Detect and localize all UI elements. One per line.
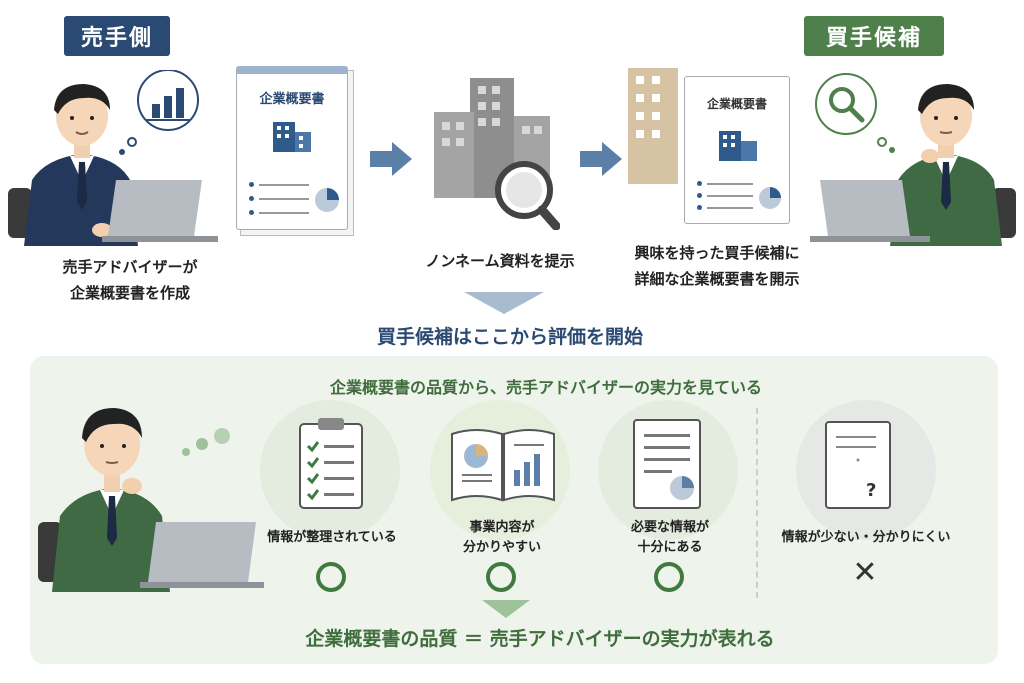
- item3-label-line1: 必要な情報が: [630, 520, 709, 535]
- item2-label-line1: 事業内容が: [469, 520, 535, 535]
- panel-heading: 企業概要書の品質から、売手アドバイザーの実力を見ている: [329, 378, 762, 397]
- step3-caption-line2: 詳細な企業概要書を開示: [634, 270, 800, 288]
- panel-conclusion: 企業概要書の品質 ＝ 売手アドバイザーの実力が表れる: [305, 628, 775, 650]
- buyer-candidate-tag: 買手候補: [804, 16, 944, 56]
- building-icon: [719, 131, 757, 161]
- seller-doc-title: 企業概要書: [259, 92, 325, 107]
- checklist-icon: [299, 418, 363, 509]
- seller-side-tag: 売手側: [64, 16, 170, 56]
- step3-caption-line1: 興味を持った買手候補に: [634, 244, 800, 262]
- arrow-down-1: [464, 292, 544, 314]
- seller-advisor-illustration: [8, 70, 218, 246]
- step2-caption: ノンネーム資料を提示: [425, 252, 575, 270]
- buyer-candidate-illustration: [810, 73, 1016, 246]
- item1-label-line1: 情報が整理されている: [267, 530, 397, 545]
- item4-label-line1: 情報が少ない・分かりにくい: [781, 530, 951, 545]
- item4-x-mark: ✕: [852, 555, 878, 590]
- item3-label-line2: 十分にある: [637, 540, 703, 555]
- arrow-down-2: [482, 600, 530, 618]
- pie-chart-icon: [759, 187, 781, 209]
- item1-label: 情報が整理されている: [252, 528, 412, 548]
- question-mark-icon: ?: [866, 480, 877, 501]
- buyer-evaluating-illustration: [38, 408, 264, 592]
- pie-chart-icon: [315, 188, 339, 212]
- building-icon: [273, 122, 311, 152]
- document-pie-icon: [633, 419, 701, 509]
- seller-doc-front: 企業概要書: [236, 66, 348, 230]
- step1-caption-line1: 売手アドバイザーが: [62, 258, 198, 276]
- step3-caption: 興味を持った買手候補に 詳細な企業概要書を開示: [612, 240, 822, 292]
- item4-label: 情報が少ない・分かりにくい: [766, 528, 966, 548]
- step1-caption-line2: 企業概要書を作成: [69, 284, 190, 302]
- buyer-company-overview-doc: 企業概要書: [684, 76, 790, 224]
- non-name-building-search-illustration: [434, 78, 560, 230]
- item2-label: 事業内容が 分かりやすい: [422, 518, 582, 558]
- revealed-building-illustration: [628, 68, 678, 184]
- item3-label: 必要な情報が 十分にある: [590, 518, 750, 558]
- item2-label-line2: 分かりやすい: [462, 540, 541, 555]
- item2-ok-mark: [486, 562, 516, 592]
- arrow-right-2: [580, 142, 622, 176]
- item3-ok-mark: [654, 562, 684, 592]
- panel-divider: [756, 408, 758, 598]
- sparse-document-icon: [825, 421, 891, 509]
- step1-caption: 売手アドバイザーが 企業概要書を作成: [40, 254, 220, 306]
- buyer-doc-title: 企業概要書: [706, 97, 767, 111]
- item1-ok-mark: [316, 562, 346, 592]
- arrow-right-1: [370, 142, 412, 176]
- open-book-chart-icon: [451, 429, 555, 502]
- evaluation-heading: 買手候補はここから評価を開始: [376, 326, 643, 348]
